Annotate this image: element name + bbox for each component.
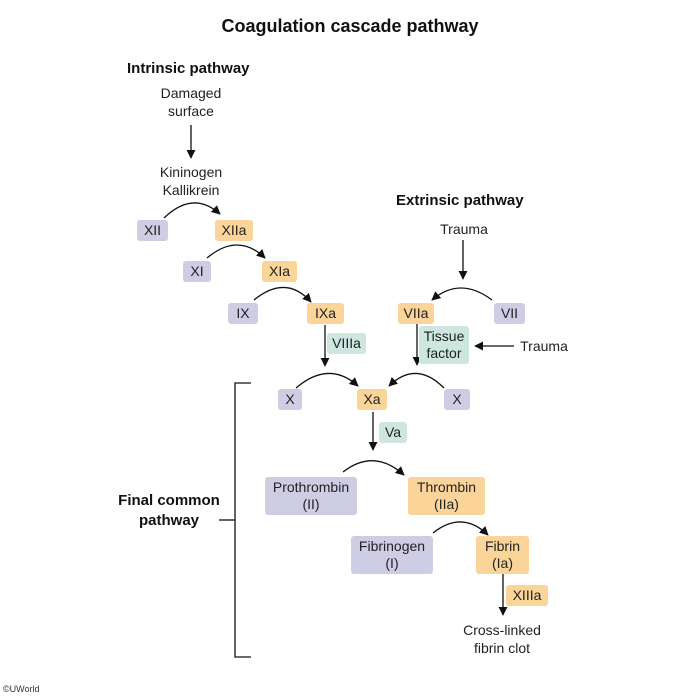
factor-xi: XI <box>183 261 211 282</box>
arrow-vii-to-viia <box>431 287 493 301</box>
arrow-xii-to-xiia <box>163 202 221 219</box>
factor-x-left: X <box>278 389 302 410</box>
factor-vii: VII <box>494 303 525 324</box>
thrombin-box: Thrombin(IIa) <box>408 477 485 515</box>
final-common-bracket <box>234 382 251 658</box>
intrinsic-pathway-heading: Intrinsic pathway <box>127 60 250 77</box>
arrow-prothrombin-to-thrombin <box>342 460 405 476</box>
factor-xiia: XIIa <box>215 220 253 241</box>
diagram-title: Coagulation cascade pathway <box>221 16 479 36</box>
trauma-side-label: Trauma <box>520 338 568 354</box>
cofactor-va: Va <box>379 422 407 443</box>
factor-viia: VIIa <box>398 303 434 324</box>
fibrin-box: Fibrin(Ia) <box>476 536 529 574</box>
trauma-top-label: Trauma <box>440 221 488 237</box>
fibrinogen-box: Fibrinogen(I) <box>351 536 433 574</box>
arrow-ix-to-ixa <box>253 286 312 303</box>
extrinsic-pathway-heading: Extrinsic pathway <box>396 192 524 209</box>
factor-xia: XIa <box>262 261 297 282</box>
copyright-label: ©UWorld <box>3 684 40 694</box>
factor-xa: Xa <box>357 389 387 410</box>
cofactor-viiia: VIIIa <box>327 333 366 354</box>
arrow-xi-to-xia <box>206 244 266 259</box>
arrow-x-right-to-xa <box>388 372 445 389</box>
prothrombin-box: Prothrombin(II) <box>265 477 357 515</box>
factor-xiiia: XIIIa <box>506 585 548 606</box>
factor-xii: XII <box>137 220 168 241</box>
factor-ixa: IXa <box>307 303 344 324</box>
arrow-x-left-to-xa <box>295 372 359 389</box>
factor-x-right: X <box>444 389 470 410</box>
factor-ix: IX <box>228 303 258 324</box>
arrow-fibrinogen-to-fibrin <box>432 521 489 536</box>
